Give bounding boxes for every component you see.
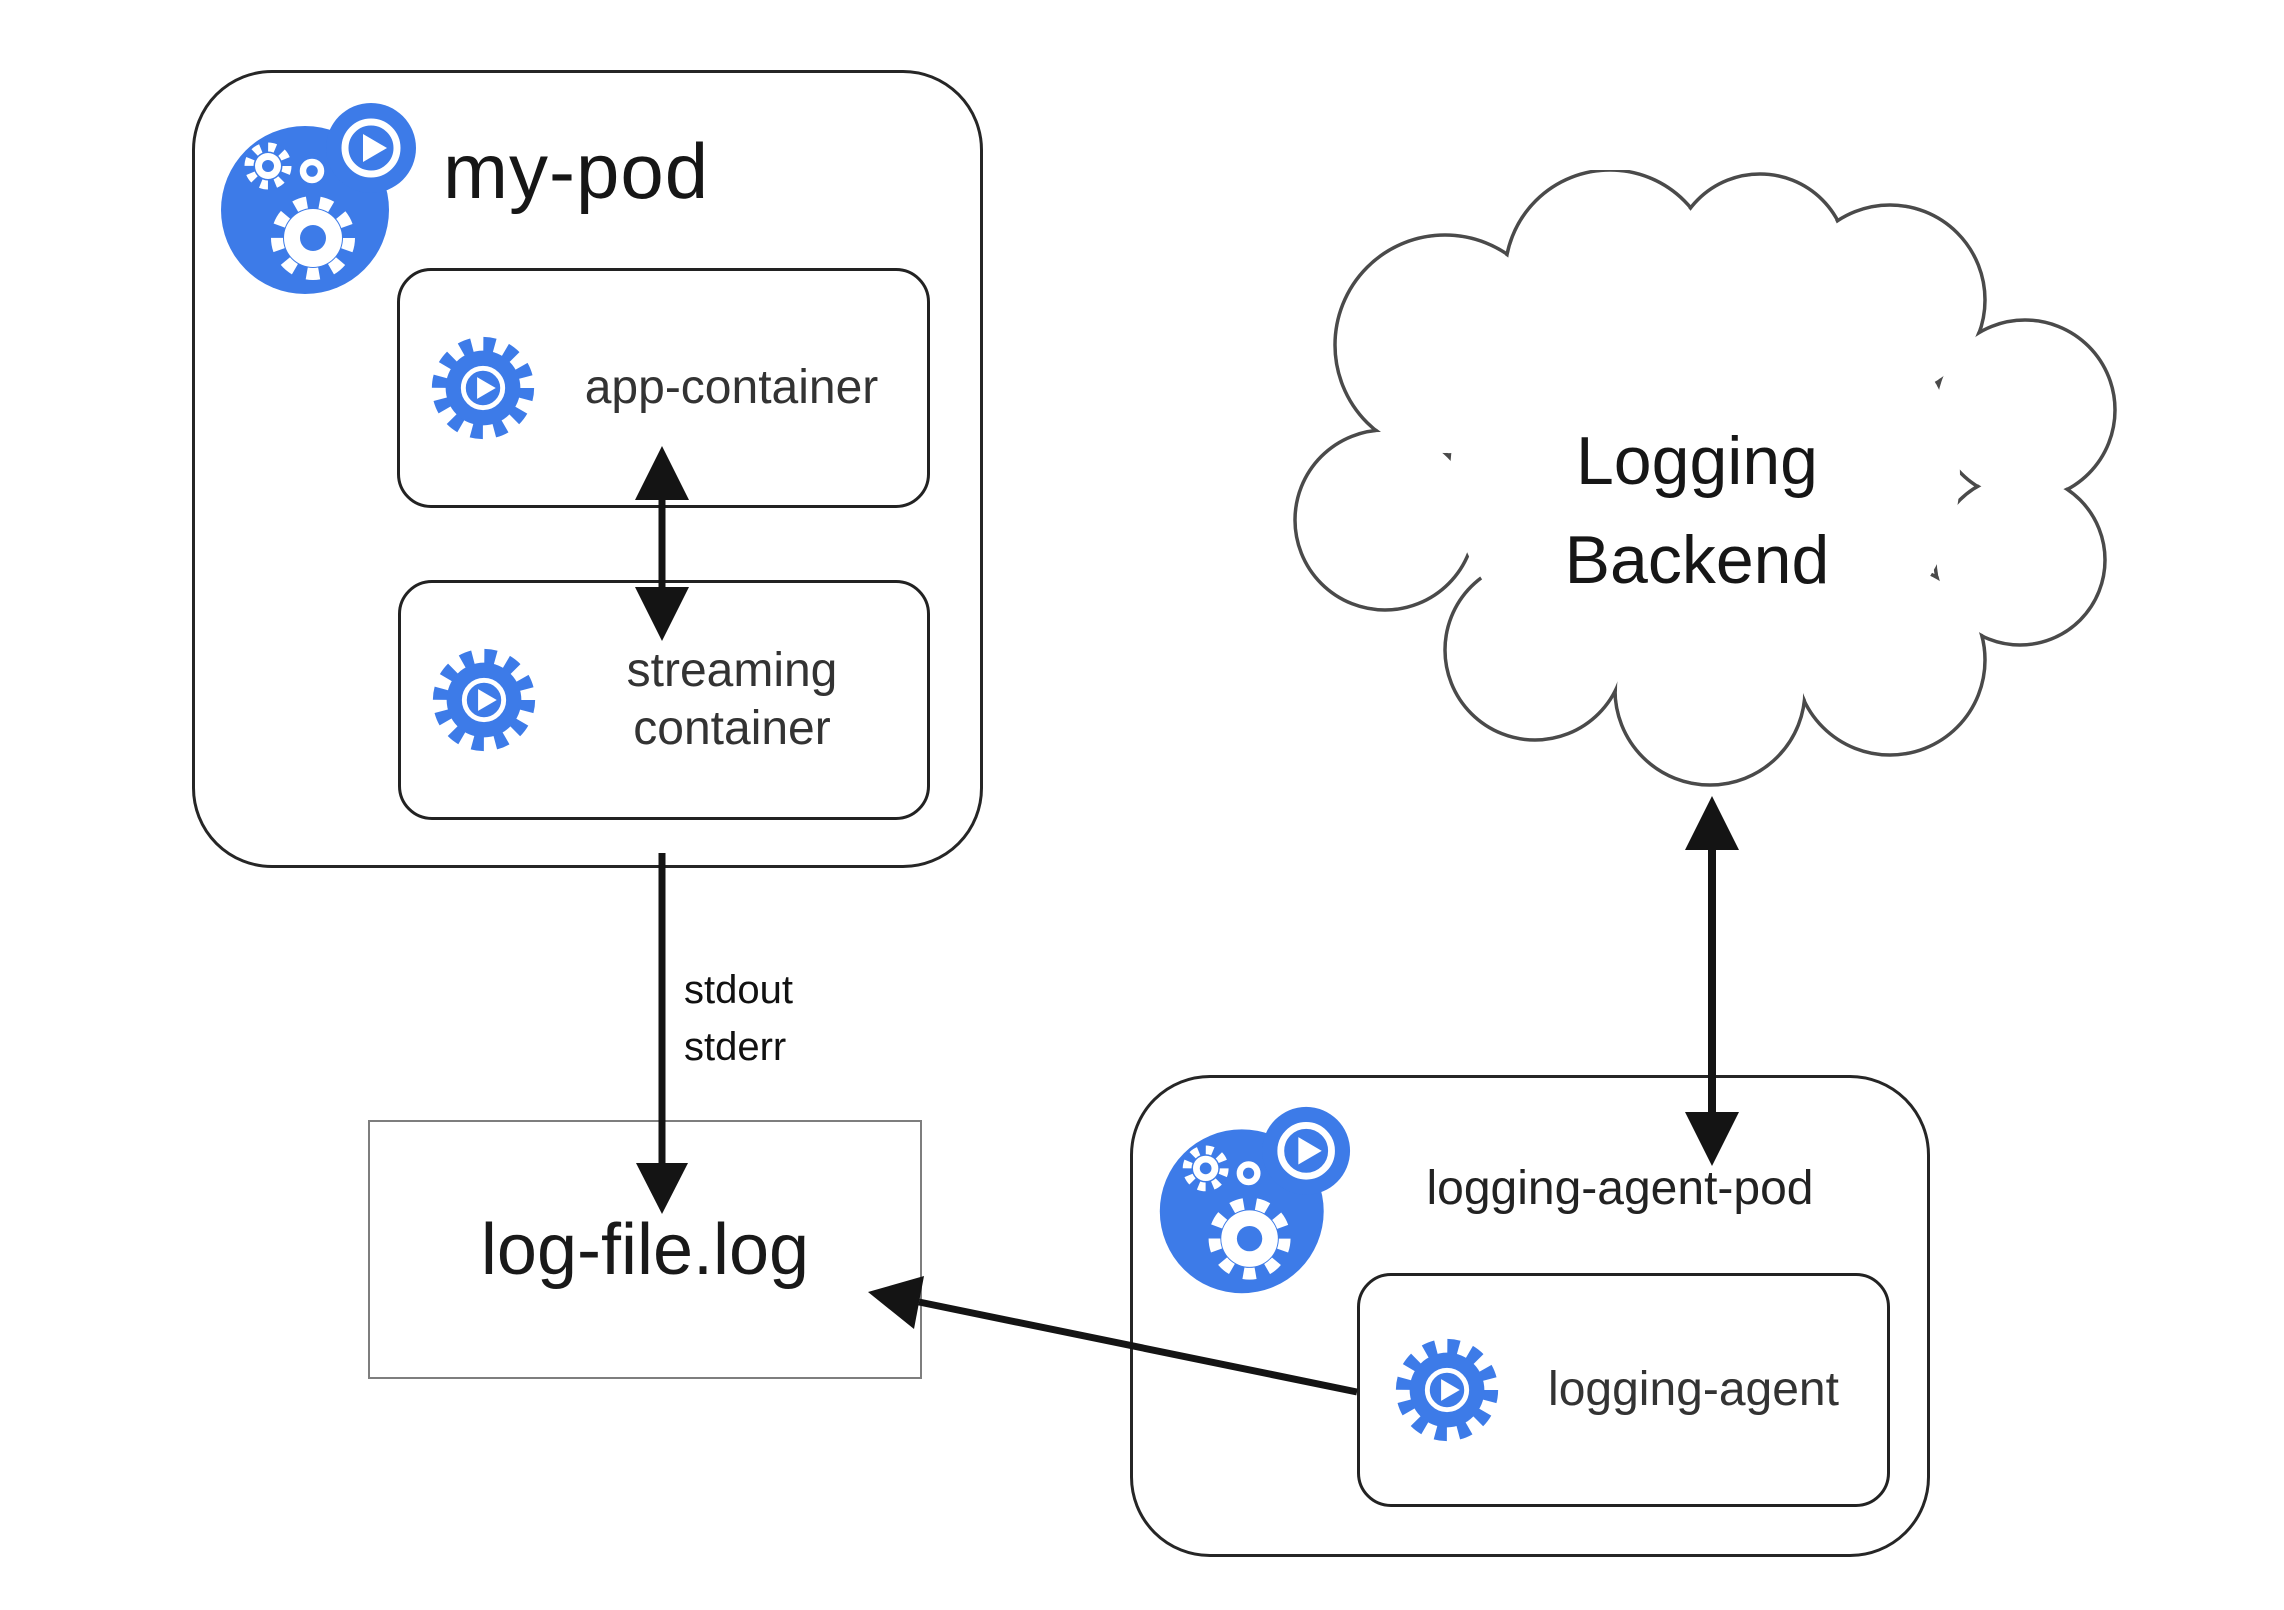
container-gear-play-icon xyxy=(1395,1338,1499,1442)
log-file-box: log-file.log xyxy=(368,1120,922,1379)
container-gear-play-icon xyxy=(432,648,536,752)
app-container-label: app-container xyxy=(584,361,879,415)
logging-backend-cloud xyxy=(1293,170,2117,787)
streaming-container-box: streaming container xyxy=(398,580,930,820)
logging-agent-pod-title: logging-agent-pod xyxy=(1426,1162,1814,1215)
kubernetes-pod-icon xyxy=(221,103,416,294)
log-file-label: log-file.log xyxy=(480,1209,810,1290)
streaming-container-label: streaming container xyxy=(626,644,838,755)
kubernetes-pod-icon xyxy=(1159,1106,1351,1294)
container-gear-play-icon xyxy=(431,336,535,440)
my-pod-title: my-pod xyxy=(443,127,710,215)
app-container-box: app-container xyxy=(397,268,930,508)
logging-backend-label: Logging Backend xyxy=(1564,423,1830,598)
logging-agent-box: logging-agent xyxy=(1357,1273,1890,1507)
stdout-stderr-label: stdout stderr xyxy=(684,968,793,1069)
logging-agent-label: logging-agent xyxy=(1548,1363,1839,1417)
